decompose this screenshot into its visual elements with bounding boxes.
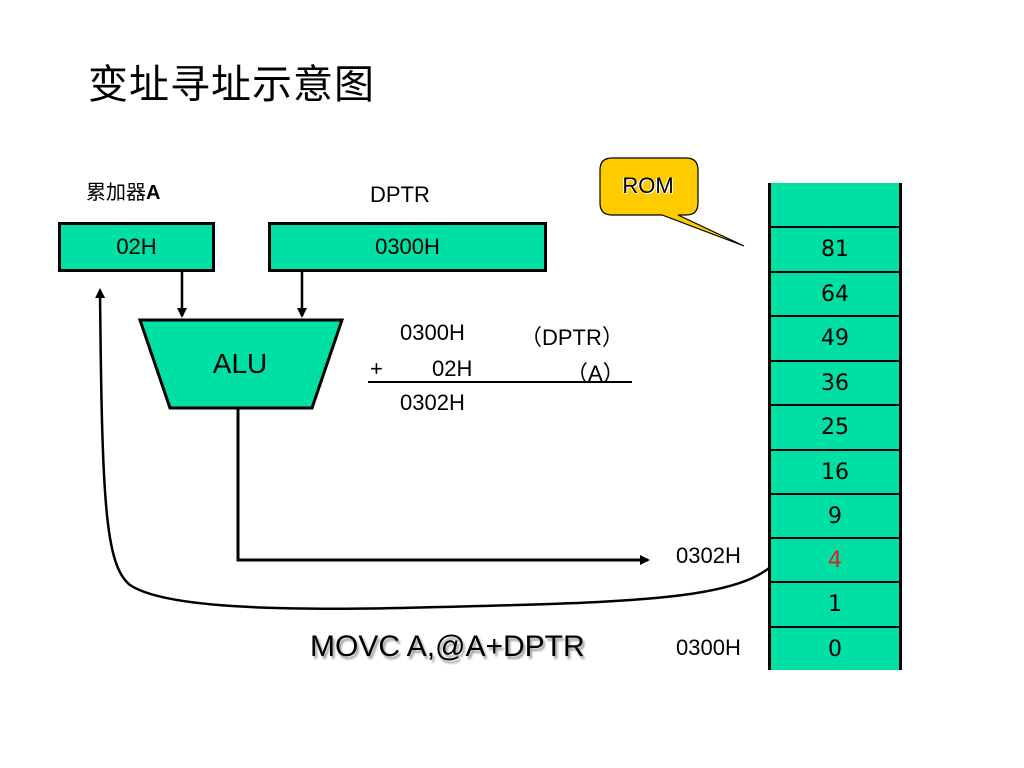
accumulator-value: 02H [116, 234, 157, 259]
rom-cell: 36 [771, 360, 899, 404]
alu-shape [137, 318, 345, 410]
calc-operand1: 0300H [400, 320, 465, 345]
rom-cell: 1 [771, 581, 899, 626]
rom-callout-label: ROM [622, 173, 674, 198]
instruction-text: MOVC A,@A+DPTR [310, 630, 585, 663]
rom-cell: 16 [771, 449, 899, 493]
dptr-register: 0300H [268, 222, 547, 272]
rom-cell: 0 [771, 626, 899, 670]
calc-operand1-note: （DPTR） [520, 325, 624, 350]
rom-address-target: 0302H [676, 543, 741, 568]
rom-address-base: 0300H [676, 635, 741, 660]
rom-cell: 49 [771, 315, 899, 360]
rom-callout-bubble [599, 157, 745, 247]
arrow-rom-to-a [95, 288, 788, 610]
dptr-value: 0300H [375, 234, 440, 259]
rom-cell: 25 [771, 404, 899, 449]
alu-label: ALU [212, 348, 268, 379]
rom-cell: 64 [771, 271, 899, 315]
calc-operand2-note: （A） [566, 361, 625, 386]
arrow-alu-to-rom [236, 408, 650, 565]
rom-cell: 9 [771, 493, 899, 537]
rom-cell: 81 [771, 226, 899, 271]
rom-cell: 4 [771, 537, 899, 581]
dptr-label: DPTR [370, 182, 430, 207]
calc-sum-line [368, 381, 632, 383]
calc-operand2: 02H [432, 356, 473, 381]
calc-operator: + [370, 356, 383, 381]
calc-result: 0302H [400, 390, 465, 415]
accumulator-label-cn: 累加器 [86, 182, 146, 204]
accumulator-register: 02H [58, 222, 215, 272]
accumulator-label-letter: A [146, 182, 161, 204]
rom-cell-empty [771, 183, 899, 226]
page-title: 变址寻址示意图 [88, 62, 375, 108]
accumulator-label: 累加器A [86, 176, 160, 205]
